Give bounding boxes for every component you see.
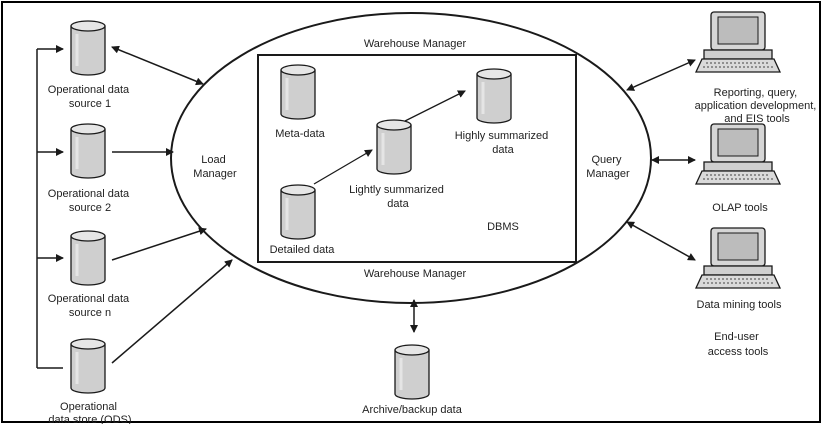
tool-arrows (626, 59, 696, 261)
warehouse-manager-bottom-label: Warehouse Manager (364, 268, 467, 280)
query-manager-label: Query Manager (586, 154, 630, 180)
archive-label: Archive/backup data (362, 404, 463, 416)
lightly-summarized-label: Lightly summarized data (349, 184, 447, 210)
olap-computer-icon (695, 123, 781, 185)
load-manager-label: Load Manager (193, 154, 237, 180)
source-1-label: Operational data source 1 (48, 84, 132, 110)
source-2-cylinder-icon (69, 122, 107, 180)
dbms-flow-arrows (313, 90, 466, 185)
source-n-cylinder-icon (69, 229, 107, 287)
olap-tools-label: OLAP tools (712, 202, 768, 214)
highly-summarized-label: Highly summarized data (455, 130, 552, 156)
source-bus (36, 45, 64, 369)
data-mining-computer-icon (695, 227, 781, 289)
lightly-summarized-cylinder-icon (375, 118, 413, 176)
source-n-label: Operational data source n (48, 293, 132, 319)
meta-data-label: Meta-data (275, 128, 325, 140)
meta-data-cylinder-icon (279, 63, 317, 121)
highly-summarized-cylinder-icon (475, 67, 513, 125)
ods-label: Operational data store (ODS) (48, 401, 131, 424)
detailed-data-cylinder-icon (279, 183, 317, 241)
ods-cylinder-icon (69, 337, 107, 395)
reporting-tools-label: Reporting, query, application developmen… (695, 87, 820, 125)
source-2-label: Operational data source 2 (48, 188, 132, 214)
warehouse-manager-top-label: Warehouse Manager (364, 38, 467, 50)
source-arrows (111, 45, 233, 364)
archive-cylinder-icon (393, 343, 431, 401)
source-1-cylinder-icon (69, 19, 107, 77)
reporting-computer-icon (695, 11, 781, 73)
dbms-label: DBMS (487, 221, 519, 233)
data-mining-tools-label: Data mining tools (697, 299, 782, 311)
dbms-box (257, 54, 577, 263)
end-user-access-tools-label: End-user access tools (708, 331, 769, 358)
detailed-data-label: Detailed data (270, 244, 336, 256)
